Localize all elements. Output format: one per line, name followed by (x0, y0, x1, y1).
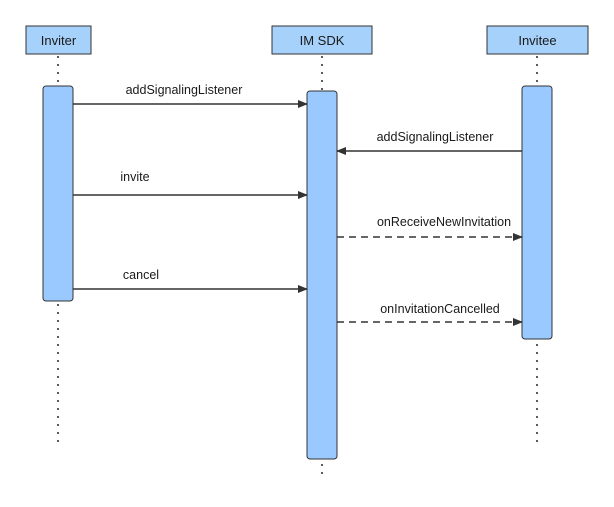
message-label: addSignalingListener (377, 130, 494, 144)
participant-label-invitee: Invitee (518, 33, 556, 48)
message-add-listener-inviter: addSignalingListener (73, 83, 308, 108)
participant-inviter: Inviter (25, 25, 92, 55)
activation-bar-imsdk (306, 90, 338, 460)
participant-invitee: Invitee (486, 25, 589, 55)
message-on-receive-new-invitation: onReceiveNewInvitation (337, 215, 523, 241)
message-label: onReceiveNewInvitation (377, 215, 511, 229)
message-label: addSignalingListener (126, 83, 243, 97)
message-invite: invite (73, 170, 308, 199)
message-label: invite (120, 170, 149, 184)
participant-label-inviter: Inviter (41, 33, 77, 48)
message-label: onInvitationCancelled (380, 302, 500, 316)
message-label: cancel (123, 268, 159, 282)
message-cancel: cancel (73, 268, 308, 293)
message-on-invitation-cancelled: onInvitationCancelled (337, 302, 523, 326)
message-add-listener-invitee: addSignalingListener (336, 130, 522, 155)
activation-bar-invitee (521, 85, 553, 340)
participant-imsdk: IM SDK (271, 25, 373, 55)
participant-label-imsdk: IM SDK (300, 33, 345, 48)
activation-bar-inviter (42, 85, 74, 302)
